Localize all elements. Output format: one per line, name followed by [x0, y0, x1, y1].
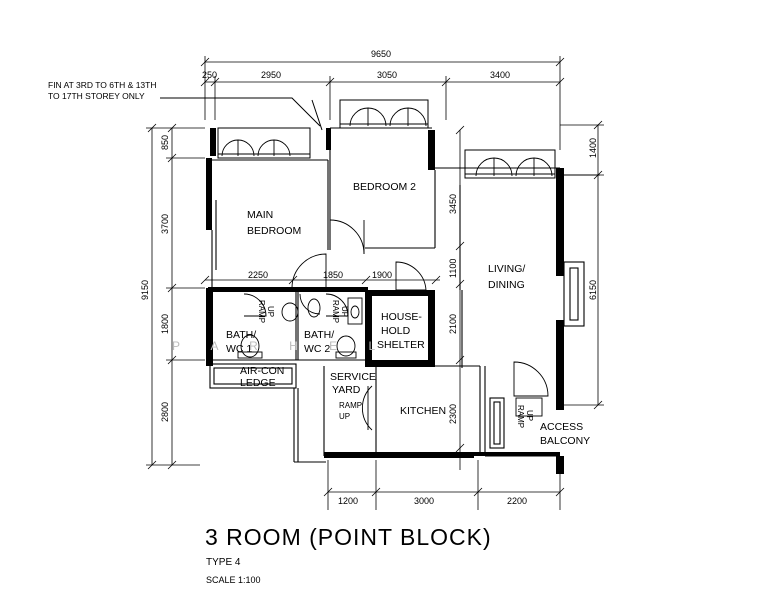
main-bedroom-label: MAIN: [247, 209, 273, 221]
service-yard-label-2: YARD: [332, 384, 361, 396]
partitions: [209, 127, 600, 463]
fin-note-line-1: FIN AT 3RD TO 6TH & 13TH: [48, 80, 156, 90]
plan-type: TYPE 4: [206, 557, 241, 568]
dim-inner-1100: 1100: [448, 259, 458, 278]
dim-top-3050: 3050: [377, 70, 397, 80]
dim-top-total: 9650: [371, 49, 391, 59]
dim-bottom-2200: 2200: [507, 496, 527, 506]
ramp-balcony-label-2: UP: [525, 410, 534, 421]
bath-wc1-label: BATH/: [226, 329, 256, 341]
dim-left-850: 850: [160, 135, 170, 150]
dim-inner-2100: 2100: [448, 314, 458, 334]
ramp-balcony-label: RAMP: [516, 405, 525, 428]
dim-left-total: 9150: [140, 280, 150, 300]
access-balcony-label: ACCESS: [540, 421, 583, 433]
dim-row-2250: 2250: [248, 270, 268, 280]
air-con-ledge-label: AIR-CON: [240, 365, 284, 377]
dim-row-1850: 1850: [323, 270, 343, 280]
door-swings: [221, 107, 553, 431]
service-yard-label: SERVICE: [330, 371, 376, 383]
dim-left-3700: 3700: [160, 214, 170, 234]
living-dining-label: LIVING/: [488, 263, 525, 275]
ramp-yard-label: RAMP: [339, 401, 362, 410]
bath-wc2-label-2: WC 2: [304, 343, 330, 355]
walls: [206, 128, 564, 474]
dim-right-6150: 6150: [588, 280, 598, 300]
dim-top-3400: 3400: [490, 70, 510, 80]
dim-bottom-1200: 1200: [338, 496, 358, 506]
dim-top-2950: 2950: [261, 70, 281, 80]
ramp-bath1-label-2: UP: [266, 306, 275, 317]
fixtures: [237, 297, 363, 359]
access-balcony-label-2: BALCONY: [540, 435, 590, 447]
watermark: P A R H E L: [172, 339, 389, 353]
fin-note-line-2: TO 17TH STOREY ONLY: [48, 91, 145, 101]
dim-left-1800: 1800: [160, 314, 170, 334]
room-labels: MAIN BEDROOM BEDROOM 2 LIVING/ DINING BA…: [226, 181, 590, 447]
living-dining-label-2: DINING: [488, 279, 525, 291]
plan-title: 3 ROOM (POINT BLOCK): [205, 524, 492, 550]
bath-wc1-label-2: WC 1: [226, 343, 252, 355]
household-shelter-label-3: SHELTER: [377, 339, 425, 351]
household-shelter-label: HOUSE-: [381, 311, 422, 323]
dim-left-2800: 2800: [160, 402, 170, 422]
dim-bottom-3000: 3000: [414, 496, 434, 506]
dim-top-250: 250: [202, 70, 217, 80]
bedroom-2-label: BEDROOM 2: [353, 181, 416, 193]
air-con-ledge-label-2: LEDGE: [240, 377, 276, 389]
ramp-labels: RAMP UP RAMP UP RAMP UP RAMP UP: [257, 300, 534, 428]
windows: [160, 97, 556, 179]
dim-inner-2300: 2300: [448, 404, 458, 424]
ramp-bath1-label: RAMP: [257, 300, 266, 323]
ramp-yard-label-2: UP: [339, 412, 350, 421]
dimension-text: 9650 250 2950 3050 3400 9150 850 3700 18…: [140, 49, 598, 506]
main-bedroom-label-2: BEDROOM: [247, 225, 301, 237]
ramp-bath2-label-2: UP: [340, 306, 349, 317]
kitchen-label: KITCHEN: [400, 405, 446, 417]
ramp-bath2-label: RAMP: [331, 300, 340, 323]
plan-scale: SCALE 1:100: [206, 575, 261, 585]
bath-wc2-label: BATH/: [304, 329, 334, 341]
dim-right-1400: 1400: [588, 138, 598, 158]
dim-inner-3450: 3450: [448, 194, 458, 214]
dimension-lines: [146, 56, 604, 510]
household-shelter-label-2: HOLD: [381, 325, 411, 337]
dim-row-1900: 1900: [372, 270, 392, 280]
